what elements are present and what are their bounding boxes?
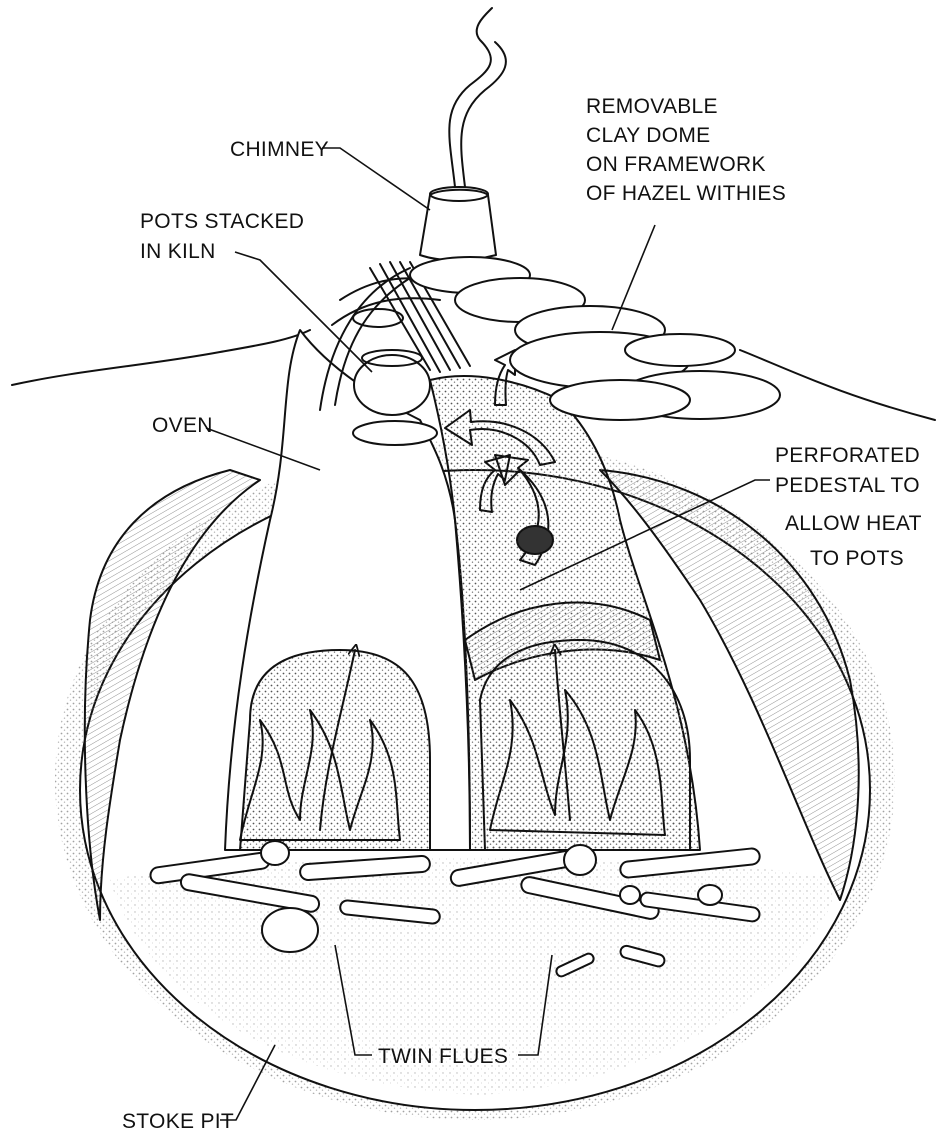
pedestal-label-line4: TO POTS	[810, 547, 904, 570]
pedestal-label-line2: PEDESTAL TO	[775, 474, 920, 497]
dome-label-line3: ON FRAMEWORK	[586, 153, 766, 176]
pot-lower-ring	[353, 421, 437, 445]
smoke-2	[461, 42, 506, 187]
stoke-pit-label: STOKE PIT	[122, 1110, 234, 1133]
pedestal-label-line1: PERFORATED	[775, 444, 920, 467]
pedestal-hole	[517, 526, 553, 554]
pots-label-line1: POTS STACKED	[140, 210, 304, 233]
dome-label-line2: CLAY DOME	[586, 124, 710, 147]
ground-line	[12, 330, 310, 385]
pots-label-line2: IN KILN	[140, 240, 216, 263]
flues-label: TWIN FLUES	[378, 1045, 508, 1068]
oven-label: OVEN	[152, 414, 213, 437]
smoke	[449, 8, 492, 187]
dome-label-line4: OF HAZEL WITHIES	[586, 182, 786, 205]
left-flue	[240, 650, 430, 850]
chimney-label: CHIMNEY	[230, 138, 329, 161]
chimney-leader	[322, 148, 430, 210]
pedestal-label-line3: ALLOW HEAT	[785, 512, 922, 535]
pot-upper	[354, 355, 430, 415]
dome-label-line1: REMOVABLE	[586, 95, 718, 118]
